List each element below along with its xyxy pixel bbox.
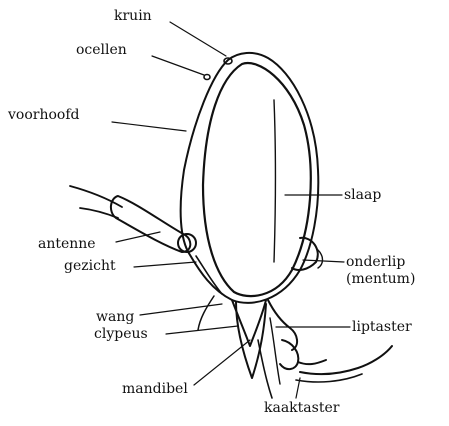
maxillary-palp-2 — [296, 374, 362, 382]
labium — [292, 238, 318, 270]
leader-kruin — [170, 22, 226, 56]
label-kruin: kruin — [114, 8, 152, 24]
label-onderlip: onderlip — [346, 254, 405, 270]
label-antenne: antenne — [38, 236, 96, 252]
label-liptaster: liptaster — [352, 319, 412, 335]
ocellus — [204, 75, 210, 80]
label-mandibel: mandibel — [122, 381, 188, 397]
leader-wang — [140, 304, 222, 315]
label-kaaktaster: kaaktaster — [264, 400, 339, 416]
cheek — [198, 296, 214, 330]
leader-lines — [112, 22, 350, 398]
leader-onderlip — [303, 260, 344, 262]
face-line — [196, 256, 222, 294]
leader-gezicht — [134, 262, 196, 267]
label-slaap: slaap — [344, 187, 381, 203]
palp-segment-1 — [280, 340, 298, 369]
maxillary-stalk-2 — [270, 318, 280, 384]
label-ocellen: ocellen — [76, 42, 127, 58]
label-wang: wang — [96, 309, 134, 325]
leader-antenne — [116, 232, 160, 242]
compound-eye — [203, 63, 311, 296]
palp-segment-2 — [298, 360, 326, 364]
leader-voorhoofd — [112, 122, 186, 131]
label-voorhoofd: voorhoofd — [8, 107, 79, 123]
label-gezicht: gezicht — [64, 258, 116, 274]
eye-seam — [274, 100, 276, 262]
leader-mandibel — [194, 340, 250, 385]
maxillary-stalk — [258, 340, 272, 398]
label-mentum: (mentum) — [346, 271, 415, 287]
label-clypeus: clypeus — [94, 326, 148, 342]
antenna-flagellum — [70, 186, 122, 207]
leader-ocellen — [152, 56, 204, 75]
leader-clypeus — [166, 326, 238, 334]
labial-palp — [268, 300, 297, 350]
maxillary-palp — [300, 346, 392, 374]
